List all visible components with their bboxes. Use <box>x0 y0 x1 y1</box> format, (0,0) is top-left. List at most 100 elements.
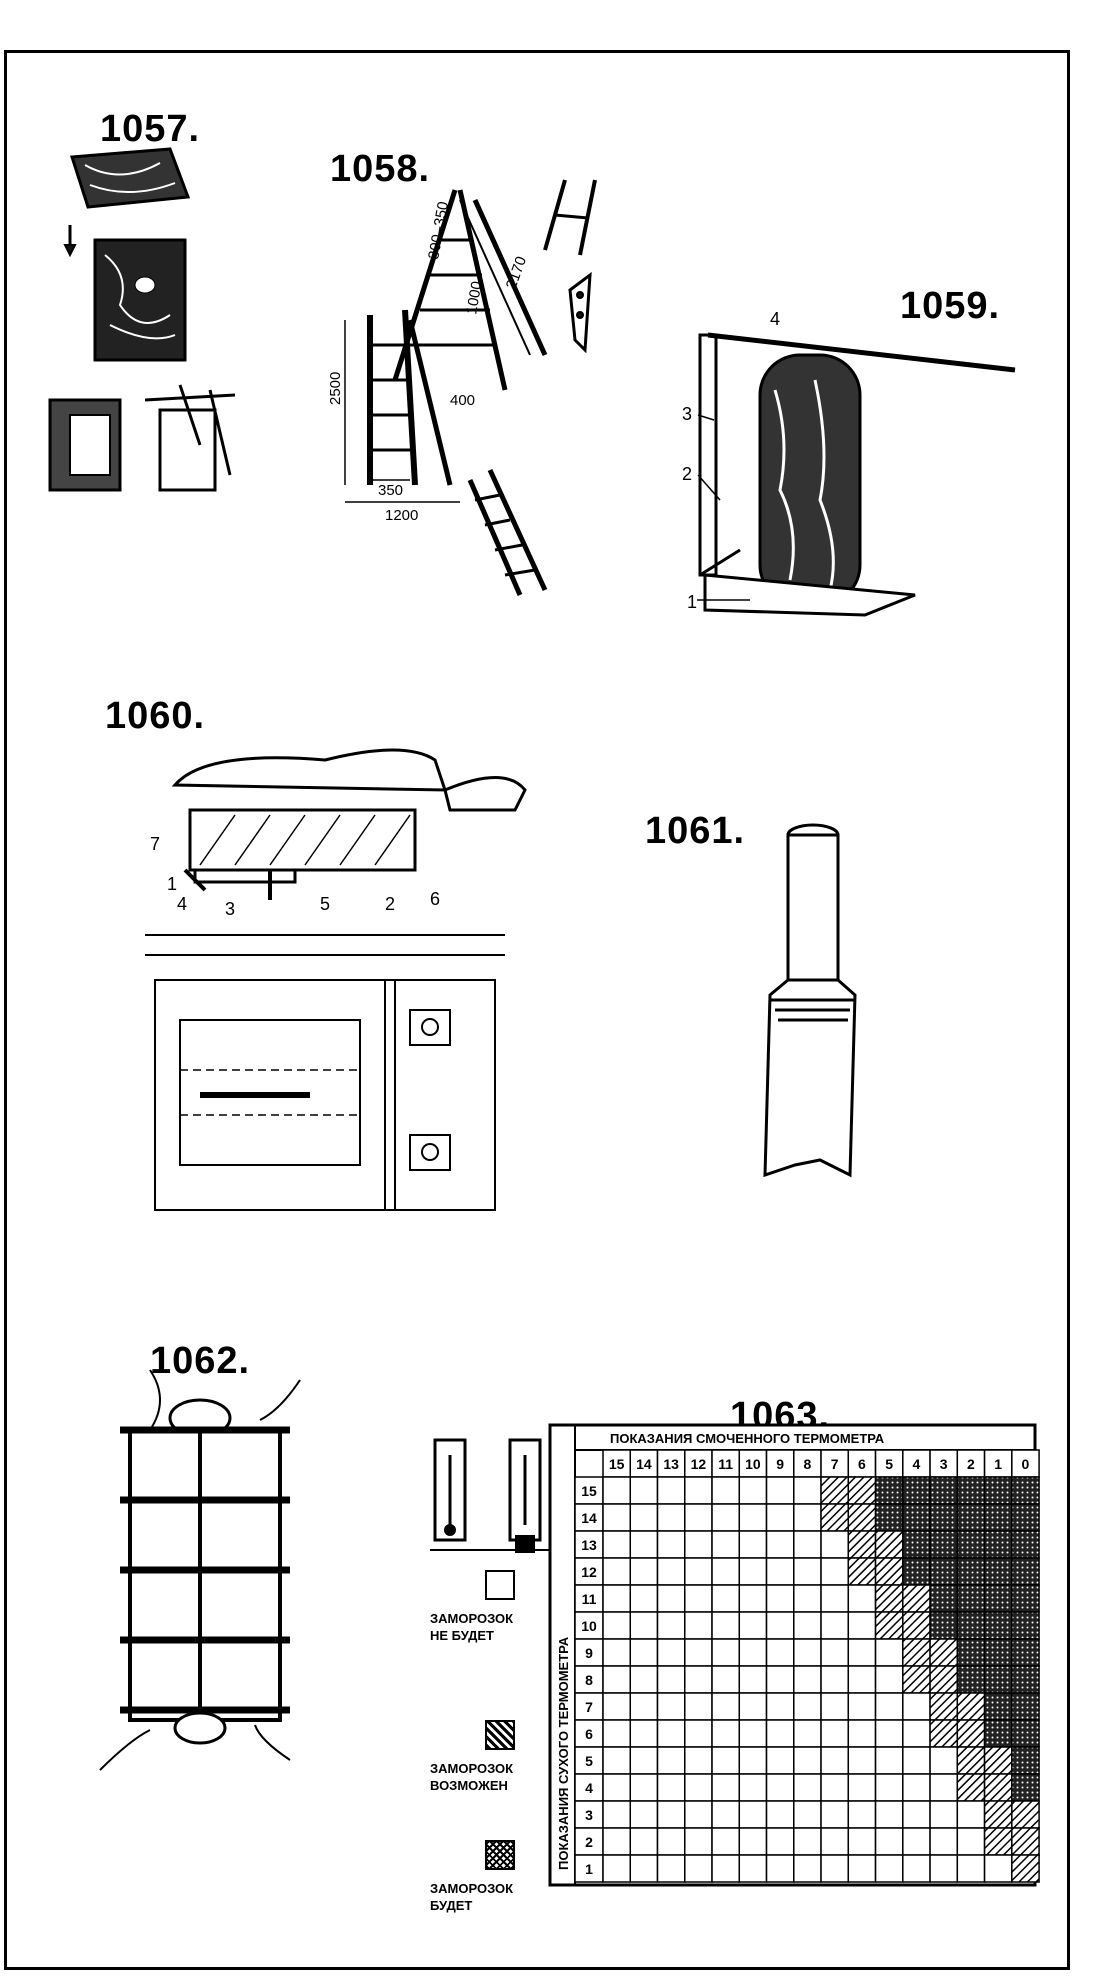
frost-table-cell <box>765 1638 795 1667</box>
frost-table-cell <box>956 1503 986 1532</box>
frost-table-cell <box>711 1854 741 1883</box>
dry-header-cell <box>574 1665 604 1694</box>
frost-table-cell <box>629 1827 659 1856</box>
frost-table-cell <box>983 1827 1013 1856</box>
wet-value-label: 0 <box>1022 1456 1030 1472</box>
frost-table-cell <box>629 1746 659 1775</box>
frost-table-cell <box>820 1746 850 1775</box>
frost-table-cell <box>902 1800 931 1829</box>
frost-table-cell <box>874 1827 904 1856</box>
frost-table-cell <box>711 1773 741 1802</box>
frost-table-cell <box>684 1692 713 1721</box>
frost-table-cell <box>765 1557 795 1586</box>
frost-table-cell <box>793 1503 822 1532</box>
frost-table-cell <box>765 1692 795 1721</box>
wet-value-label: 7 <box>831 1456 839 1472</box>
frost-table-cell <box>902 1530 931 1559</box>
frost-table-cell <box>629 1557 659 1586</box>
dry-value-label: 7 <box>585 1699 593 1715</box>
frost-table-cell <box>902 1746 931 1775</box>
frost-table-cell <box>765 1476 795 1505</box>
frost-table-cell <box>1011 1719 1040 1748</box>
dim-2170: 2170 <box>503 254 530 291</box>
dim-350: 350 <box>378 482 403 499</box>
frost-table-cell <box>874 1638 904 1667</box>
callout-1: 1 <box>687 592 697 612</box>
frost-table-cell <box>711 1503 741 1532</box>
frost-table-cell <box>629 1476 659 1505</box>
dry-value-label: 8 <box>585 1672 593 1688</box>
legend-swatch-hatched <box>485 1720 515 1750</box>
frost-table-cell <box>602 1773 632 1802</box>
dry-header-cell <box>574 1827 604 1856</box>
dry-header-cell <box>574 1584 604 1613</box>
frost-table-cell <box>684 1800 713 1829</box>
page-frame <box>4 50 1070 1970</box>
frost-table-cell <box>711 1827 741 1856</box>
wet-value-label: 11 <box>718 1456 733 1472</box>
wet-header-cell <box>874 1449 904 1478</box>
frost-table-cell <box>1011 1503 1040 1532</box>
frost-table-cell <box>711 1476 741 1505</box>
frost-table-cell <box>983 1557 1013 1586</box>
frost-table: ПОКАЗАНИЯ СМОЧЕННОГО ТЕРМОМЕТРА ПОКАЗАНИ… <box>548 1423 1040 1887</box>
frost-table-cell <box>711 1638 741 1667</box>
wet-header-cell <box>956 1449 986 1478</box>
dry-value-label: 5 <box>585 1753 593 1769</box>
frost-table-cell <box>874 1665 904 1694</box>
frost-table-cell <box>656 1638 686 1667</box>
frost-table-cell <box>765 1503 795 1532</box>
figure-1060-illustration: 1 2 3 4 5 6 7 <box>145 748 527 1211</box>
frost-table-cell <box>1011 1746 1040 1775</box>
frost-table-cell <box>847 1800 877 1829</box>
frost-table-cell <box>983 1854 1013 1883</box>
frost-table-cell <box>983 1611 1013 1640</box>
frost-table-cell <box>656 1692 686 1721</box>
table-header-wet: ПОКАЗАНИЯ СМОЧЕННОГО ТЕРМОМЕТРА <box>610 1431 885 1446</box>
frost-table-cell <box>847 1746 877 1775</box>
frost-table-cell <box>929 1584 959 1613</box>
dim-1200: 1200 <box>385 507 418 524</box>
legend-swatch-blank <box>485 1570 515 1600</box>
frost-table-cell <box>1011 1611 1040 1640</box>
frost-table-cell <box>1011 1476 1040 1505</box>
wet-value-label: 6 <box>858 1456 866 1472</box>
frost-table-cell <box>602 1503 632 1532</box>
frost-table-cell <box>983 1692 1013 1721</box>
frost-table-cell <box>629 1854 659 1883</box>
frost-table-cell <box>847 1476 877 1505</box>
frost-table-cell <box>684 1854 713 1883</box>
dry-value-label: 15 <box>581 1483 597 1499</box>
frost-table-cell <box>847 1611 877 1640</box>
frost-table-cell <box>847 1854 877 1883</box>
frost-table-cell <box>711 1719 741 1748</box>
frost-table-cell <box>765 1584 795 1613</box>
wet-header-cell <box>820 1449 850 1478</box>
frost-table-cell <box>793 1800 822 1829</box>
wet-value-label: 5 <box>885 1456 893 1472</box>
frost-table-cell <box>956 1746 986 1775</box>
frost-table-cell <box>711 1665 741 1694</box>
frost-table-cell <box>847 1503 877 1532</box>
frost-table-cell <box>1011 1638 1040 1667</box>
frost-table-cell <box>929 1665 959 1694</box>
frost-table-cell <box>874 1854 904 1883</box>
frost-table-cell <box>820 1827 850 1856</box>
frost-table-cell <box>629 1665 659 1694</box>
frost-table-cell <box>820 1476 850 1505</box>
frost-table-cell <box>684 1584 713 1613</box>
frost-table-cell <box>684 1827 713 1856</box>
frost-table-cell <box>738 1746 768 1775</box>
frost-table-cell <box>684 1557 713 1586</box>
dry-value-label: 4 <box>585 1780 593 1796</box>
frost-table-cell <box>629 1503 659 1532</box>
callout-3: 3 <box>682 404 692 424</box>
frost-table-cell <box>656 1476 686 1505</box>
frost-table-cell <box>847 1692 877 1721</box>
frost-table-cell <box>629 1611 659 1640</box>
frost-table-cell <box>929 1530 959 1559</box>
frost-table-cell <box>602 1638 632 1667</box>
dry-value-label: 1 <box>585 1861 593 1877</box>
